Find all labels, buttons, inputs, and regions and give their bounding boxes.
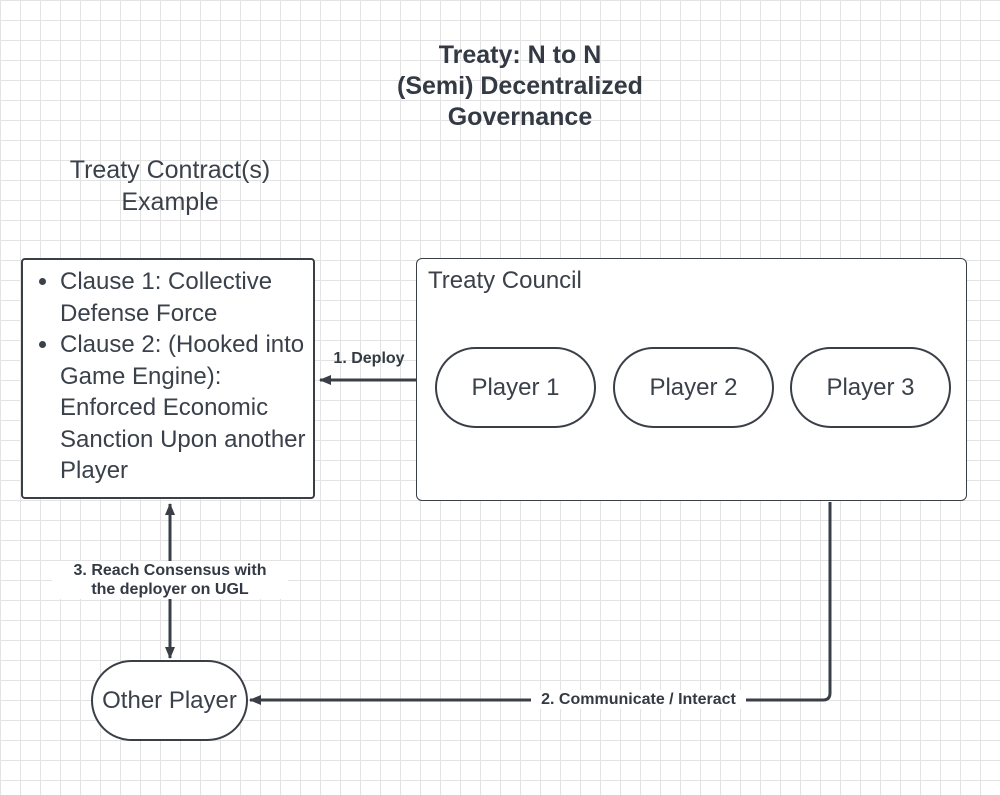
clause-list: Clause 1: Collective Defense Force Claus…	[23, 266, 313, 487]
communicate-edge-label: 2. Communicate / Interact	[531, 690, 746, 709]
player-1-node[interactable]: Player 1	[435, 347, 596, 428]
clause-item-2: Clause 2: (Hooked into Game Engine): Enf…	[60, 329, 313, 487]
other-player-node[interactable]: Other Player	[91, 660, 248, 741]
player-1-label: Player 1	[471, 373, 560, 401]
diagram-title: Treaty: N to N (Semi) Decentralized Gove…	[320, 40, 720, 133]
title-line-3: Governance	[447, 103, 593, 131]
title-line-1: Treaty: N to N	[438, 41, 602, 69]
contract-heading-line-1: Treaty Contract(s)	[69, 156, 271, 184]
player-2-node[interactable]: Player 2	[613, 347, 774, 428]
treaty-council-label: Treaty Council	[428, 267, 582, 294]
other-player-label: Other Player	[102, 686, 237, 714]
communicate-arrow	[249, 502, 832, 705]
consensus-edge-label-line-1: 3. Reach Consensus with	[73, 562, 267, 579]
player-3-label: Player 3	[826, 373, 915, 401]
treaty-council-box[interactable]: Treaty Council Player 1 Player 2 Player …	[416, 258, 967, 501]
consensus-edge-label-line-2: the deployer on UGL	[91, 581, 249, 598]
clause-item-1: Clause 1: Collective Defense Force	[60, 266, 313, 329]
contract-heading: Treaty Contract(s) Example	[40, 154, 300, 218]
treaty-contract-box[interactable]: Clause 1: Collective Defense Force Claus…	[21, 258, 315, 499]
player-3-node[interactable]: Player 3	[790, 347, 951, 428]
deploy-edge-label: 1. Deploy	[333, 350, 405, 367]
contract-heading-line-2: Example	[121, 188, 219, 216]
consensus-edge-label: 3. Reach Consensus with the deployer on …	[52, 561, 288, 599]
title-line-2: (Semi) Decentralized	[397, 72, 643, 100]
player-2-label: Player 2	[649, 373, 738, 401]
